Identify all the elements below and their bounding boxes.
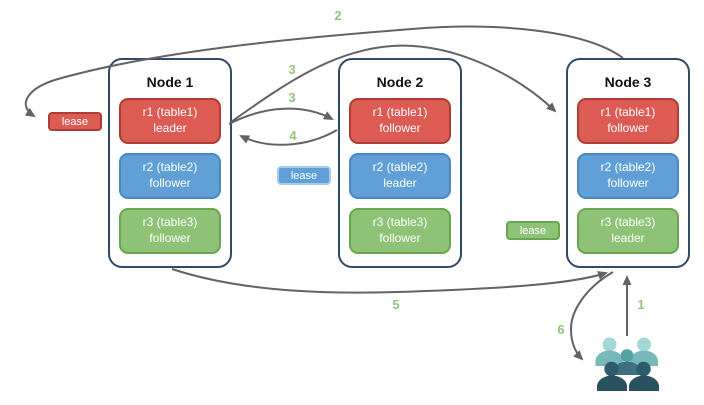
node-1-box: Node 1 r1 (table1) leader r2 (table2) fo… [108,58,232,268]
step-label-5: 5 [392,297,400,312]
arrow-3-node1-to-node2 [228,107,334,125]
node-2-box: Node 2 r1 (table1) follower r2 (table2) … [338,58,462,268]
replica-name: r3 (table3) [372,215,428,230]
node-3-replica-r3: r3 (table3) leader [577,208,679,254]
step-label-2: 2 [334,8,342,23]
step-label-4: 4 [289,128,297,143]
replica-role: follower [607,176,649,190]
node-2-replica-r1: r1 (table1) follower [349,98,451,144]
step-label-6: 6 [557,322,565,337]
step-label-1: 1 [637,297,645,312]
node-1-replica-r2: r2 (table2) follower [119,153,221,199]
replica-role: leader [611,231,645,245]
lease-badge-blue: lease [277,166,331,185]
replica-name: r3 (table3) [600,215,656,230]
replica-role: follower [379,121,421,135]
replica-role: follower [607,121,649,135]
node-3-box: Node 3 r1 (table1) follower r2 (table2) … [566,58,690,268]
node-1-title: Node 1 [146,74,194,90]
node-3-replica-r1: r1 (table1) follower [577,98,679,144]
replica-name: r1 (table1) [142,105,198,120]
replica-name: r1 (table1) [372,105,428,120]
node-3-replica-r2: r2 (table2) follower [577,153,679,199]
step-label-3-long: 3 [288,62,296,77]
replica-name: r2 (table2) [142,160,198,175]
replica-name: r2 (table2) [600,160,656,175]
arrow-5-node1-to-node3 [171,268,608,294]
replica-name: r1 (table1) [600,105,656,120]
node-1-replica-r1: r1 (table1) leader [119,98,221,144]
replica-name: r3 (table3) [142,215,198,230]
lease-badge-red: lease [48,112,102,131]
replica-role: leader [383,176,417,190]
replica-role: leader [153,121,187,135]
arrow-6-node3-to-users [569,271,614,361]
replica-role: follower [149,231,191,245]
step-label-3-short: 3 [288,90,296,105]
node-2-replica-r3: r3 (table3) follower [349,208,451,254]
users-group-icon [595,337,659,391]
node-2-replica-r2: r2 (table2) leader [349,153,451,199]
node-3-title: Node 3 [604,74,652,90]
replica-name: r2 (table2) [372,160,428,175]
replica-role: follower [149,176,191,190]
lease-badge-green: lease [506,221,560,240]
node-1-replica-r3: r3 (table3) follower [119,208,221,254]
node-2-title: Node 2 [376,74,424,90]
replica-role: follower [379,231,421,245]
